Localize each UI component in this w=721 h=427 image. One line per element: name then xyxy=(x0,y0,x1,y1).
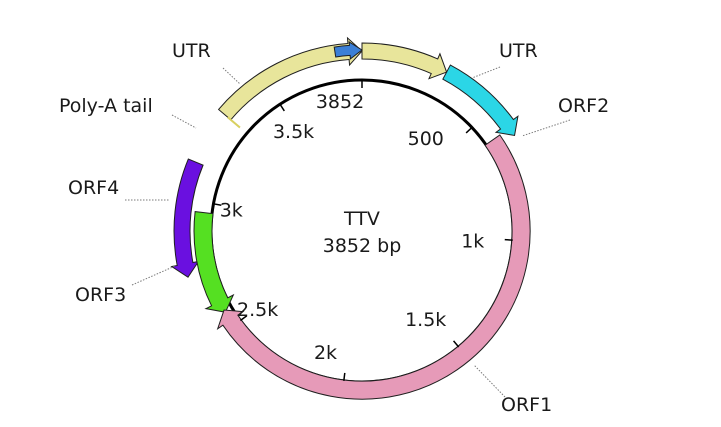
tick-label: 2.5k xyxy=(237,299,278,321)
leader-orf3 xyxy=(131,265,176,286)
tick-label: 2k xyxy=(314,342,337,364)
tick-mark xyxy=(452,340,460,348)
tick-label: 500 xyxy=(408,128,444,150)
tick-mark xyxy=(213,203,222,206)
feature-arrow-orf3 xyxy=(193,211,235,313)
label-orf3: ORF3 xyxy=(75,284,126,306)
leader-orf1 xyxy=(473,364,506,398)
tick-label: 3.5k xyxy=(273,121,314,143)
leader-poly-a xyxy=(171,114,197,129)
tick-mark xyxy=(343,372,346,381)
marker-poly-a-tail xyxy=(227,116,241,129)
label-poly-a: Poly-A tail xyxy=(59,95,153,117)
leader-utr-right xyxy=(471,66,501,79)
feature-arrow-origin-arrow xyxy=(333,40,363,60)
feature-arrow-orf1 xyxy=(216,134,531,400)
tick-mark xyxy=(239,315,248,322)
tick-label: 1.5k xyxy=(405,309,446,331)
tick-mark xyxy=(279,103,285,112)
label-utr-right: UTR xyxy=(499,40,538,62)
tick-label: 3k xyxy=(220,199,243,221)
leaders-layer xyxy=(125,66,571,398)
leader-utr-left xyxy=(222,67,241,85)
tick-mark xyxy=(465,126,473,134)
feature-arrow-utr-3 xyxy=(361,42,448,80)
tick-label: 3852 xyxy=(316,91,364,113)
feature-arrow-orf2 xyxy=(442,64,519,137)
label-utr-left: UTR xyxy=(172,40,211,62)
features-layer xyxy=(170,36,531,400)
label-orf1: ORF1 xyxy=(501,394,552,416)
tick-label: 1k xyxy=(461,230,484,252)
label-orf2: ORF2 xyxy=(558,95,609,117)
label-orf4: ORF4 xyxy=(68,177,119,199)
plasmid-length: 3852 bp xyxy=(323,235,402,257)
leader-orf2 xyxy=(521,119,571,137)
feature-arrow-orf4 xyxy=(170,158,204,278)
plasmid-name: TTV xyxy=(343,208,380,230)
